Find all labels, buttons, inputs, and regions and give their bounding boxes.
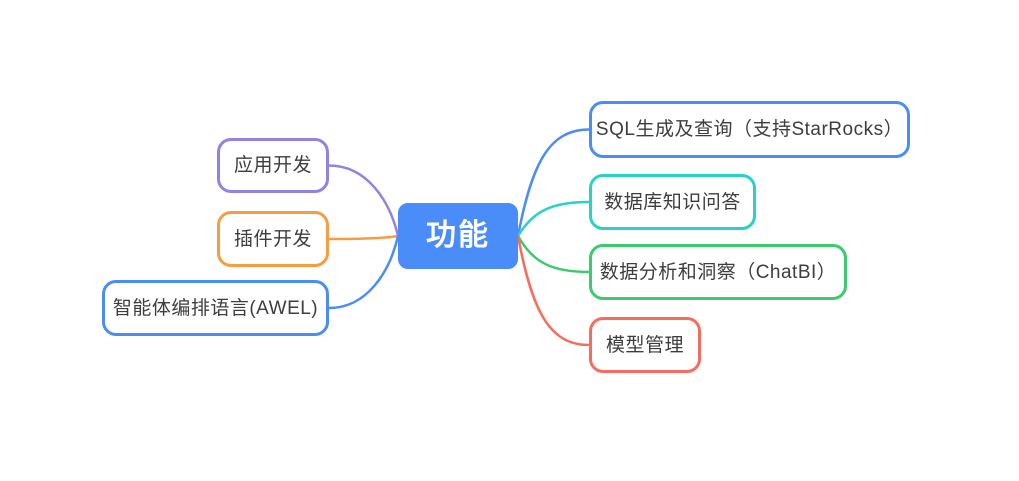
node-model-management-label: 模型管理 (605, 334, 684, 356)
mindmap-node-root[interactable]: 功能 (398, 203, 518, 269)
mindmap-node-db-knowledge-qa[interactable]: 数据库知识问答 (589, 174, 756, 230)
connector-root-sql (516, 128, 591, 238)
connector-plugin_dev-root (327, 234, 400, 241)
node-plugin-dev-label: 插件开发 (233, 228, 312, 250)
connector-root-kbqa (516, 200, 591, 238)
node-sql-generation-label: SQL生成及查询（支持StarRocks） (595, 119, 904, 140)
mindmap-node-plugin-dev[interactable]: 插件开发 (217, 211, 329, 267)
connector-app_dev-root (327, 164, 400, 238)
mindmap-node-app-dev[interactable]: 应用开发 (217, 138, 329, 193)
mindmap-node-data-analysis-chatbi[interactable]: 数据分析和洞察（ChatBI） (589, 244, 847, 300)
node-db-knowledge-qa-label: 数据库知识问答 (604, 191, 741, 213)
connector-awel-root (327, 234, 400, 310)
node-root-label: 功能 (426, 219, 490, 252)
node-awel-label: 智能体编排语言(AWEL) (112, 297, 319, 319)
mindmap-node-model-management[interactable]: 模型管理 (589, 317, 701, 373)
connector-root-chatbi (516, 234, 591, 274)
node-app-dev-label: 应用开发 (233, 155, 312, 176)
mindmap-node-sql-generation[interactable]: SQL生成及查询（支持StarRocks） (589, 101, 910, 158)
connector-root-model (516, 234, 591, 347)
mindmap-node-awel[interactable]: 智能体编排语言(AWEL) (102, 280, 329, 336)
node-data-analysis-chatbi-label: 数据分析和洞察（ChatBI） (599, 261, 837, 283)
